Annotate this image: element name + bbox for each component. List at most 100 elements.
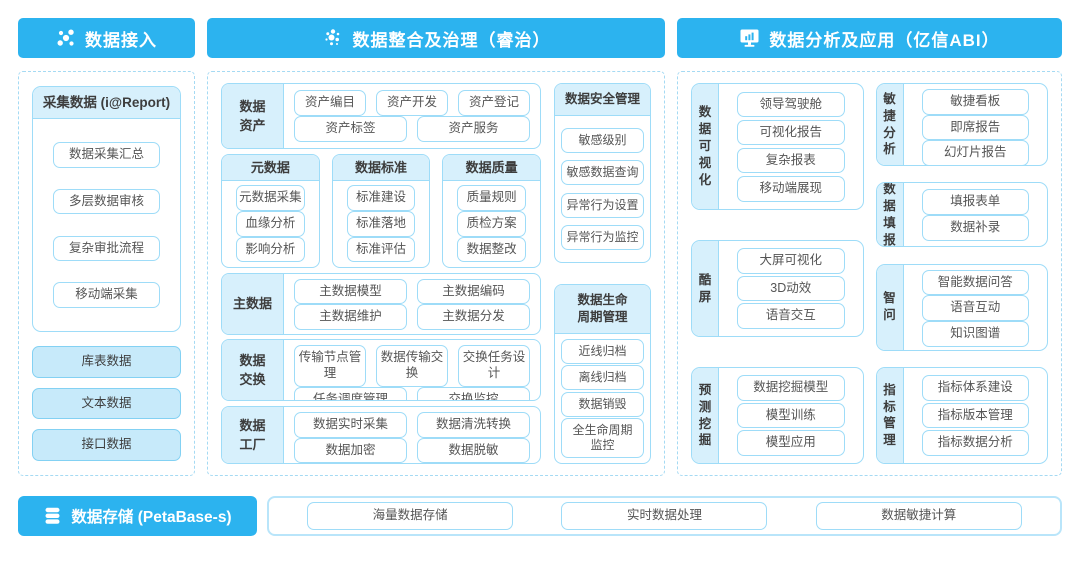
analysis-right-column: 敏 捷 分 析 敏捷看板 即席报告 幻灯片报告 数 据 填 报 填报表单 数据补…	[875, 83, 1048, 464]
data-quality-group-title: 数据质量	[443, 154, 541, 181]
item-abnormal-setting: 异常行为设置	[561, 192, 644, 218]
item-adhoc-report: 即席报告	[921, 114, 1029, 141]
source-api-data: 接口数据	[32, 429, 181, 461]
data-governance-title: 数据整合及治理（睿治）	[352, 30, 551, 50]
item-data-encrypt: 数据加密	[294, 437, 407, 463]
data-visualization-label: 数 据 可 视 化	[692, 84, 719, 209]
data-governance-header: 数据整合及治理（睿治）	[207, 18, 665, 58]
item-master-model: 主数据模型	[294, 278, 407, 305]
item-exchange-monitor: 交换监控	[417, 386, 530, 401]
item-asset-develop: 资产开发	[376, 89, 448, 116]
cool-screen-group: 酷 屏 大屏可视化 3D动效 语音交互	[691, 240, 864, 337]
item-mass-storage: 海量数据存储	[307, 502, 514, 530]
governance-main-area: 数据 资产 资产编目 资产开发 资产登记 资产标签 资产服务	[221, 83, 542, 464]
item-quality-plan: 质检方案	[457, 210, 527, 237]
collect-data-box-body: 数据采集汇总 多层数据审核 复杂审批流程 移动端采集	[33, 119, 180, 331]
data-security-title: 数据安全管理	[555, 84, 650, 116]
item-mobile-display: 移动端展现	[737, 175, 845, 202]
item-realtime-processing: 实时数据处理	[561, 502, 768, 530]
data-storage-panel: 海量数据存储 实时数据处理 数据敏捷计算	[267, 496, 1062, 536]
item-exchange-task-design: 交换任务设计	[458, 345, 530, 387]
data-exchange-group: 数据 交换 传输节点管理 数据传输交换 交换任务设计 任务调度管理 交换监控	[221, 339, 541, 402]
item-task-schedule-mgmt: 任务调度管理	[294, 386, 407, 401]
item-standard-build: 标准建设	[346, 185, 416, 211]
metadata-group-title: 元数据	[222, 154, 319, 181]
item-impact-analysis: 影响分析	[236, 236, 305, 263]
data-quality-group: 数据质量 质量规则 质检方案 数据整改	[442, 153, 542, 268]
item-asset-service: 资产服务	[417, 116, 530, 143]
item-voice-interaction: 语音交互	[737, 303, 845, 329]
smart-qa-group: 智 问 智能数据问答 语音互动 知识图谱	[875, 263, 1048, 351]
item-master-code: 主数据编码	[417, 278, 530, 305]
item-standard-evaluate: 标准评估	[346, 236, 416, 263]
item-visual-report: 可视化报告	[737, 119, 845, 146]
item-3d-effect: 3D动效	[737, 275, 845, 302]
data-source-list: 库表数据 文本数据 接口数据	[32, 346, 181, 461]
item-sensitive-query: 敏感数据查询	[561, 160, 644, 186]
item-clean-transform: 数据清洗转换	[417, 412, 530, 438]
item-data-rectify: 数据整改	[457, 236, 527, 263]
collect-data-box-title: 采集数据 (i@Report)	[33, 87, 180, 119]
data-analysis-header: 数据分析及应用（亿信ABI）	[677, 18, 1062, 58]
item-complex-approval: 复杂审批流程	[53, 235, 160, 262]
item-smart-data-qa: 智能数据问答	[921, 269, 1029, 296]
source-text-data: 文本数据	[32, 387, 181, 420]
data-standard-group-title: 数据标准	[332, 154, 430, 181]
network-dots-icon	[56, 28, 76, 48]
item-data-destroy: 数据销毁	[561, 391, 644, 417]
data-asset-body: 资产编目 资产开发 资产登记 资产标签 资产服务	[284, 84, 540, 148]
item-bigscreen-visual: 大屏可视化	[737, 248, 845, 274]
item-sensitive-level: 敏感级别	[561, 127, 644, 153]
cool-screen-label: 酷 屏	[692, 241, 719, 336]
predictive-mining-label: 预 测 挖 掘	[692, 368, 719, 463]
item-data-mask: 数据脱敏	[417, 437, 530, 463]
indicator-mgmt-label: 指 标 管 理	[876, 367, 904, 463]
analysis-left-column: 数 据 可 视 化 领导驾驶舱 可视化报告 复杂报表 移动端展现 酷 屏 大屏可…	[691, 83, 864, 464]
data-security-group: 数据安全管理 敏感级别 敏感数据查询 异常行为设置 异常行为监控	[554, 83, 651, 263]
section-data-storage: 数据存储 (PetaBase-s) 海量数据存储 实时数据处理 数据敏捷计算	[18, 496, 1062, 536]
item-lifecycle-monitor: 全生命周期 监控	[561, 417, 644, 458]
item-model-training: 模型训练	[737, 402, 845, 429]
item-complex-report: 复杂报表	[737, 147, 845, 174]
data-exchange-label: 数据 交换	[222, 340, 284, 401]
master-data-group: 主数据 主数据模型 主数据编码 主数据维护 主数据分发	[221, 272, 541, 335]
item-multilayer-audit: 多层数据审核	[53, 188, 160, 215]
item-asset-register: 资产登记	[458, 89, 530, 116]
item-filling-form: 填报表单	[921, 188, 1029, 215]
data-access-header: 数据接入	[18, 18, 195, 58]
item-master-maintain: 主数据维护	[294, 304, 407, 330]
data-lifecycle-group: 数据生命 周期管理 近线归档 离线归档 数据销毁 全生命周期 监控	[554, 284, 651, 464]
smart-qa-label: 智 问	[876, 264, 904, 350]
item-asset-tag: 资产标签	[294, 116, 407, 143]
item-lineage-analysis: 血缘分析	[236, 210, 305, 237]
item-slide-report: 幻灯片报告	[921, 140, 1029, 165]
data-visualization-group: 数 据 可 视 化 领导驾驶舱 可视化报告 复杂报表 移动端展现	[691, 83, 864, 210]
data-asset-label: 数据 资产	[222, 84, 284, 148]
item-abnormal-monitor: 异常行为监控	[561, 225, 644, 251]
database-icon	[43, 506, 62, 526]
data-access-panel: 采集数据 (i@Report) 数据采集汇总 多层数据审核 复杂审批流程 移动端…	[18, 71, 195, 476]
item-metadata-collect: 元数据采集	[236, 185, 305, 211]
item-voice-interact: 语音互动	[921, 295, 1029, 321]
data-storage-header: 数据存储 (PetaBase-s)	[18, 496, 257, 536]
data-filling-label: 数 据 填 报	[876, 183, 904, 247]
monitor-chart-icon	[739, 28, 760, 48]
item-asset-catalog: 资产编目	[294, 89, 366, 116]
data-analysis-title: 数据分析及应用（亿信ABI）	[769, 30, 1000, 50]
data-asset-group: 数据 资产 资产编目 资产开发 资产登记 资产标签 资产服务	[221, 83, 541, 149]
item-indicator-version: 指标版本管理	[921, 402, 1029, 429]
master-data-label: 主数据	[222, 273, 284, 334]
data-standard-group: 数据标准 标准建设 标准落地 标准评估	[331, 153, 431, 268]
item-transfer-node-mgmt: 传输节点管理	[294, 345, 366, 387]
item-nearline-archive: 近线归档	[561, 339, 644, 364]
item-leader-cockpit: 领导驾驶舱	[737, 91, 845, 118]
item-realtime-collect: 数据实时采集	[294, 412, 407, 438]
item-data-collect-summary: 数据采集汇总	[53, 142, 160, 168]
data-analysis-panel: 数 据 可 视 化 领导驾驶舱 可视化报告 复杂报表 移动端展现 酷 屏 大屏可…	[677, 71, 1062, 476]
item-data-supplement: 数据补录	[921, 215, 1029, 241]
governance-side-area: 数据安全管理 敏感级别 敏感数据查询 异常行为设置 异常行为监控 数据生命 周期…	[554, 83, 651, 464]
predictive-mining-group: 预 测 挖 掘 数据挖掘模型 模型训练 模型应用	[691, 367, 864, 464]
data-governance-panel: 数据 资产 资产编目 资产开发 资产登记 资产标签 资产服务	[207, 71, 665, 476]
item-indicator-system: 指标体系建设	[921, 375, 1029, 401]
